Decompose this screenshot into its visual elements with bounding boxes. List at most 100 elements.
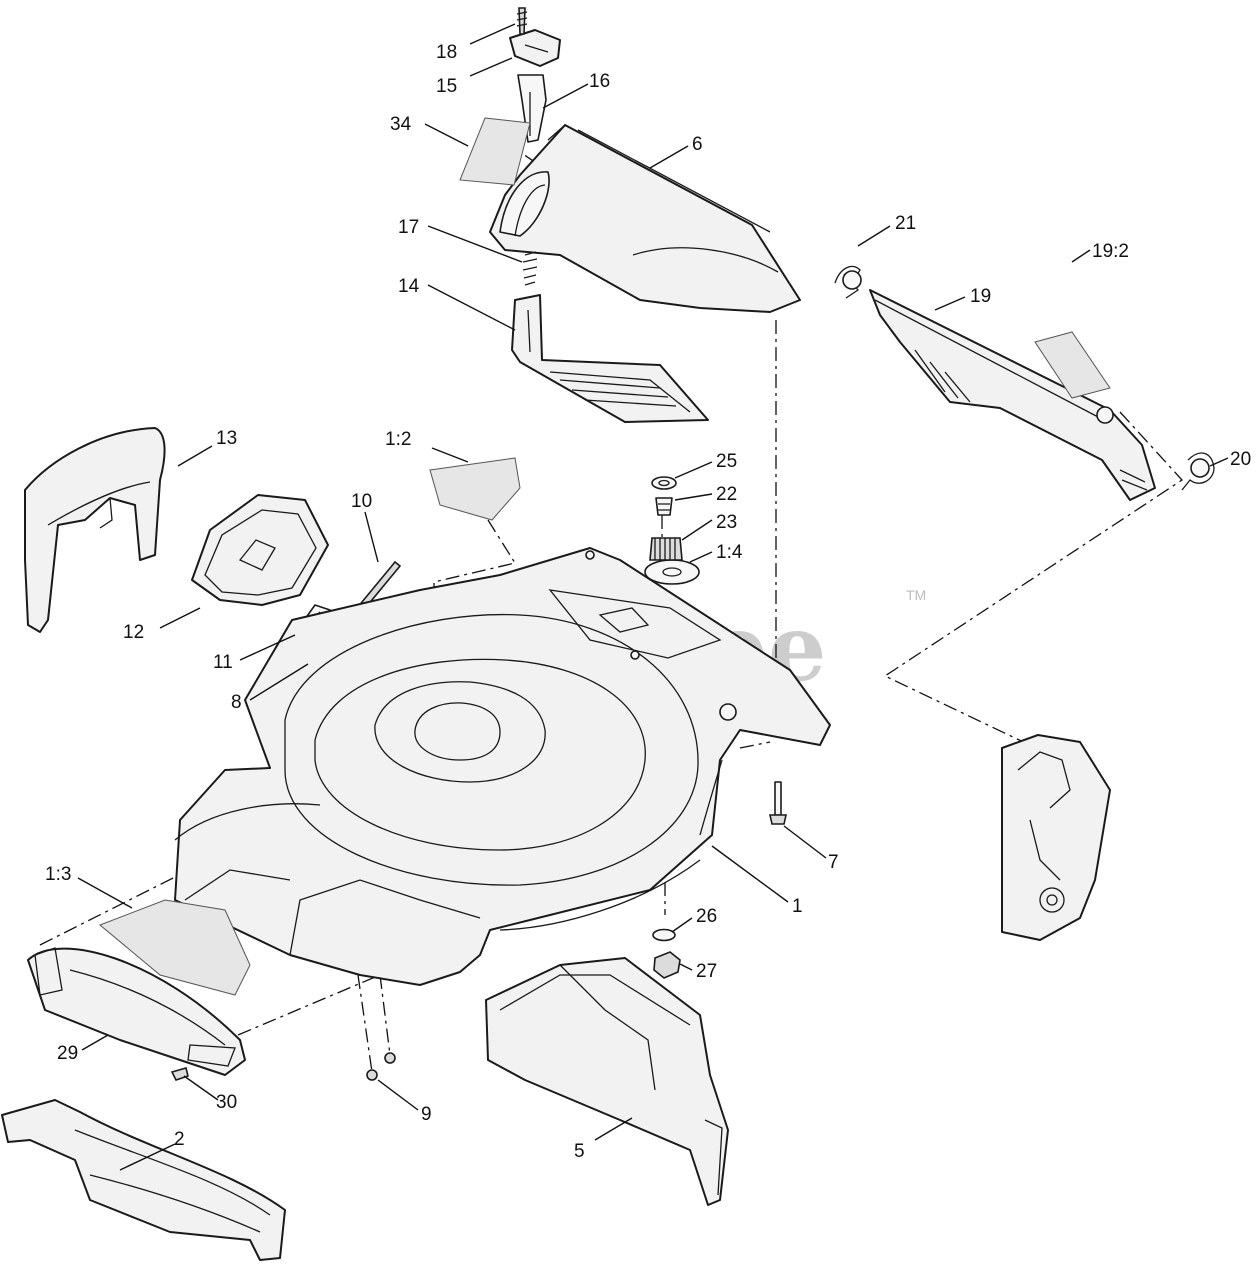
callout-2: 2 <box>174 1129 185 1150</box>
part-7-bolt[interactable] <box>769 781 787 825</box>
callout-11: 11 <box>213 652 233 673</box>
callout-7: 7 <box>828 852 839 873</box>
leader-26 <box>671 917 693 933</box>
part-1-3-decal[interactable] <box>99 899 251 996</box>
leader-21 <box>857 225 891 247</box>
leader-6 <box>649 145 689 169</box>
part-22-bushing[interactable] <box>655 497 673 516</box>
callout-27: 27 <box>696 961 717 982</box>
callout-10: 10 <box>351 491 372 512</box>
part-25-washer[interactable] <box>651 476 677 490</box>
leader-19 <box>934 296 966 311</box>
leader-17 <box>427 225 523 263</box>
callout-19: 19 <box>970 286 991 307</box>
callout-18: 18 <box>436 42 457 63</box>
callout-5: 5 <box>574 1141 585 1162</box>
callout-29: 29 <box>57 1043 78 1064</box>
callout-21: 21 <box>895 213 916 234</box>
part-16-latch[interactable] <box>517 74 547 143</box>
callout-13: 13 <box>216 428 237 449</box>
callout-23: 23 <box>716 512 737 533</box>
callout-9: 9 <box>421 1104 432 1125</box>
leader-25 <box>674 461 713 479</box>
align-line-bumper-left <box>39 871 186 946</box>
leader-29 <box>81 1034 109 1051</box>
part-9-bolts[interactable] <box>366 1052 396 1081</box>
part-21-spring[interactable] <box>834 265 862 299</box>
part-6-discharge-door[interactable] <box>489 124 801 313</box>
align-line-bumper-right <box>237 974 381 1036</box>
part-14-door-bracket[interactable] <box>511 294 709 423</box>
part-19-rear-shaft[interactable] <box>869 289 1156 501</box>
leader-18 <box>469 23 516 45</box>
part-1-mower-deck[interactable] <box>174 547 831 986</box>
part-12-bracket[interactable] <box>191 494 329 606</box>
leader-30 <box>183 1075 219 1101</box>
leader-15 <box>469 57 513 77</box>
watermark-trademark: TM <box>906 587 926 603</box>
leader-5 <box>594 1117 633 1141</box>
callout-labels: 18 15 16 34 6 17 14 21 19 19:2 13 1:2 25… <box>45 42 1251 1162</box>
callout-1-4: 1:4 <box>716 542 743 563</box>
leader-8 <box>249 663 309 701</box>
part-23-gear[interactable] <box>649 537 683 561</box>
callout-22: 22 <box>716 484 737 505</box>
align-line-7 <box>739 741 771 749</box>
leader-1-3 <box>77 877 133 909</box>
leader-22 <box>674 493 713 501</box>
callout-16: 16 <box>589 71 610 92</box>
align-line-handle <box>883 411 1183 749</box>
align-line-9a <box>357 974 373 1073</box>
callout-34: 34 <box>390 114 412 135</box>
part-17-spring[interactable] <box>522 251 538 286</box>
callout-26: 26 <box>696 906 717 927</box>
leader-12 <box>159 607 201 629</box>
callout-14: 14 <box>398 276 420 297</box>
callout-8: 8 <box>231 692 242 713</box>
callout-25: 25 <box>716 451 737 472</box>
leader-34 <box>424 123 469 147</box>
part-5-side-chute[interactable] <box>485 957 729 1206</box>
leader-16 <box>542 83 589 109</box>
part-13-rear-flap[interactable] <box>24 427 166 633</box>
part-27-nut[interactable] <box>653 951 681 979</box>
callout-12: 12 <box>123 622 144 643</box>
part-2-front-bracket[interactable] <box>1 1099 286 1261</box>
align-line-9b <box>379 974 391 1056</box>
callout-20: 20 <box>1230 449 1251 470</box>
leader-23 <box>681 519 713 541</box>
callout-1-3: 1:3 <box>45 864 71 885</box>
part-34-decal[interactable] <box>459 117 531 186</box>
leader-2 <box>119 1143 176 1171</box>
leader-11 <box>239 634 296 661</box>
leader-10 <box>364 511 379 563</box>
part-15-knob[interactable] <box>509 29 561 67</box>
callout-15: 15 <box>436 76 457 97</box>
part-20-spring[interactable] <box>1181 452 1215 491</box>
part-19-2-decal[interactable] <box>1034 331 1111 399</box>
part-29-front-bumper[interactable] <box>27 947 246 1076</box>
part-1-4-washer[interactable] <box>644 559 700 585</box>
callout-17: 17 <box>398 217 419 238</box>
leader-1-2 <box>431 447 469 463</box>
leader-7 <box>783 825 827 859</box>
callout-1-2: 1:2 <box>385 429 411 450</box>
leader-27 <box>679 963 693 971</box>
leader-lines <box>77 23 1229 1171</box>
leader-14 <box>427 284 516 331</box>
leader-1 <box>711 845 789 903</box>
callout-30: 30 <box>216 1092 237 1113</box>
part-18-screw[interactable] <box>516 7 528 35</box>
callout-1: 1 <box>792 896 803 917</box>
part-26-washer[interactable] <box>652 928 676 942</box>
callout-19-2: 19:2 <box>1092 241 1129 262</box>
leader-9 <box>377 1079 419 1111</box>
leader-19-2 <box>1071 249 1091 263</box>
part-1-2-decal[interactable] <box>429 457 521 521</box>
part-30-screw[interactable] <box>170 1067 189 1081</box>
callout-6: 6 <box>692 134 703 155</box>
leader-13 <box>177 445 213 467</box>
leader-1-4 <box>689 551 713 563</box>
part-height-adjuster-bracket[interactable] <box>1001 734 1111 941</box>
